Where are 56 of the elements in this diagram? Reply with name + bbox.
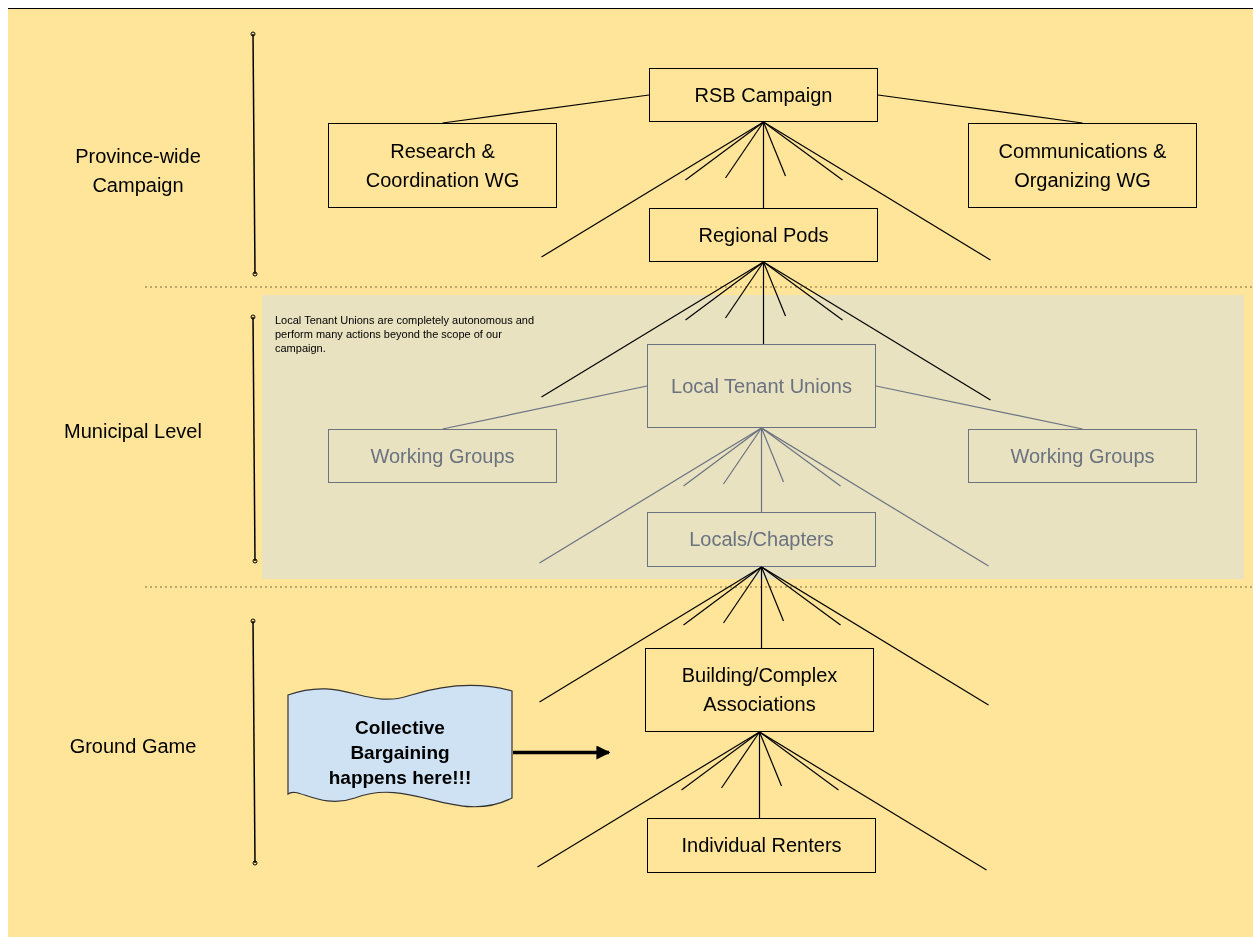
note-text: Local Tenant Unions are completely autonomous and perform many actions beyond the scope of our campaign.: [275, 313, 535, 355]
org-box: Working Groups: [968, 429, 1197, 483]
connector-line: [720, 731, 761, 789]
connector-line: [538, 566, 763, 703]
connector-line: [762, 261, 992, 401]
connector-line: [682, 427, 763, 487]
connector-line: [760, 566, 763, 649]
connector-line: [762, 261, 844, 321]
connector-line: [441, 385, 648, 430]
connector-line: [762, 121, 787, 177]
org-box: Communications & Organizing WG: [968, 123, 1197, 208]
connector-line: [762, 121, 992, 261]
connector-line: [540, 261, 765, 398]
connector-line: [722, 566, 763, 624]
connector-line: [441, 94, 650, 124]
connector-line: [724, 261, 765, 319]
connector-line: [758, 731, 988, 871]
connector-line: [758, 731, 840, 791]
connector-line: [762, 261, 765, 345]
shaded-band: [262, 295, 1244, 579]
org-box: Working Groups: [328, 429, 557, 483]
connector-line: [682, 566, 763, 626]
banner-text: Collective Bargaining happens here!!!: [327, 716, 473, 790]
connector-line: [762, 261, 787, 317]
org-box: Regional Pods: [649, 208, 878, 262]
connector-line: [758, 731, 783, 787]
arrow: [513, 745, 611, 760]
connector-line: [760, 566, 990, 706]
org-box: RSB Campaign: [649, 68, 878, 122]
connector-line: [762, 121, 765, 209]
connector-line: [760, 427, 763, 513]
connector-line: [684, 261, 765, 321]
org-box: Individual Renters: [647, 818, 876, 873]
section-label: Municipal Level: [63, 419, 203, 444]
connector-line: [760, 427, 785, 483]
connector-line: [680, 731, 761, 791]
connector-line: [760, 427, 990, 567]
connector-line: [760, 427, 842, 487]
connector-line: [538, 427, 763, 564]
connector-line: [536, 731, 761, 868]
connector-line: [758, 731, 761, 819]
org-box: Research & Coordination WG: [328, 123, 557, 208]
connector-line: [762, 121, 844, 181]
section-label: Ground Game: [68, 734, 198, 759]
org-box: Building/Complex Associations: [645, 648, 874, 732]
connector-line: [875, 385, 1084, 430]
connector-line: [760, 566, 785, 622]
connector-line: [722, 427, 763, 485]
connector-line: [540, 121, 765, 258]
section-label: Province-wide Campaign: [74, 144, 202, 198]
org-box: Locals/Chapters: [647, 512, 876, 567]
connector-line: [684, 121, 765, 181]
connector-line: [877, 94, 1084, 124]
org-box: Local Tenant Unions: [647, 344, 876, 428]
connector-line: [760, 566, 842, 626]
connector-line: [724, 121, 765, 179]
